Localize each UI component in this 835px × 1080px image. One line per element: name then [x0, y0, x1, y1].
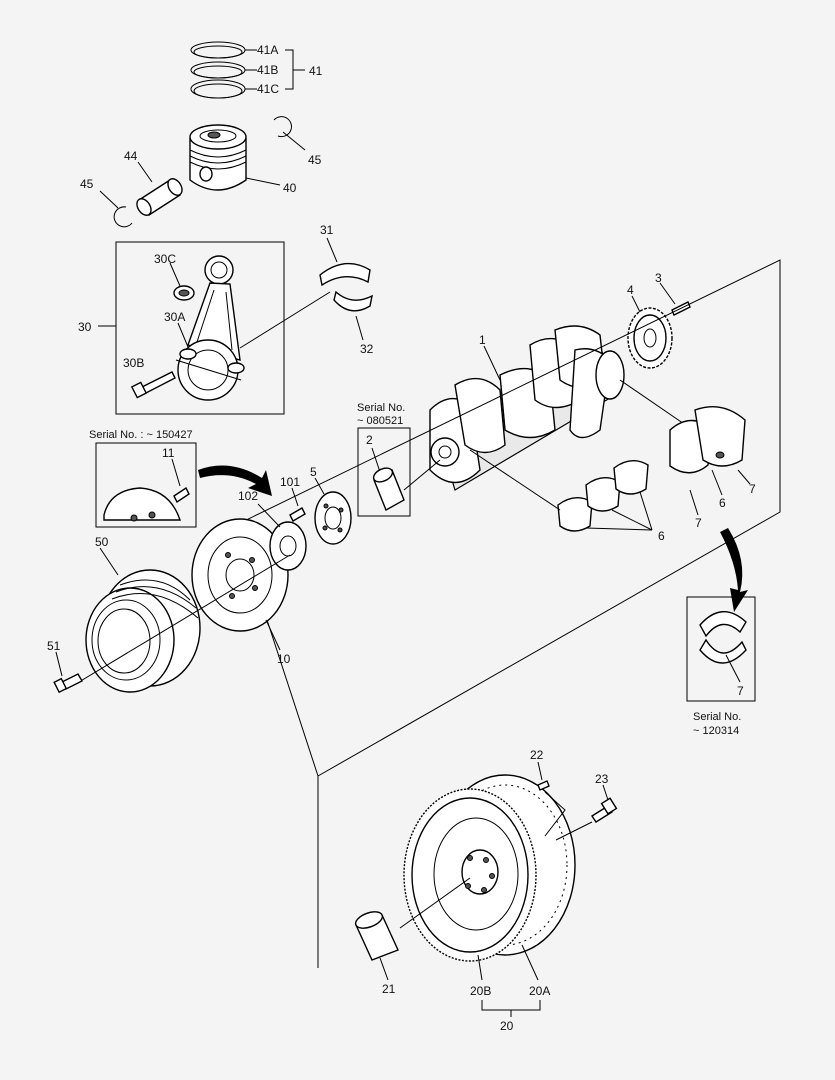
label-45-left: 45 — [80, 177, 94, 191]
flywheel-bolt — [591, 797, 618, 823]
flywheel-pin — [537, 780, 550, 791]
flywheel-ring — [354, 911, 399, 961]
label-20a: 20A — [529, 984, 550, 998]
label-10: 10 — [277, 652, 291, 666]
flywheel-assembly — [403, 774, 576, 962]
connecting-rod — [175, 255, 245, 401]
label-45-right: 45 — [308, 153, 322, 167]
conrod-bolt — [130, 371, 176, 399]
label-21: 21 — [382, 982, 396, 996]
label-4: 4 — [627, 283, 634, 297]
damper-serial-label: Serial No. : ~ 150427 — [89, 429, 193, 441]
crank-pulley — [191, 518, 289, 632]
conrod-bearing-upper — [319, 262, 371, 287]
main-bearings — [557, 460, 649, 532]
washer-inset-box — [686, 596, 756, 702]
label-23: 23 — [595, 772, 609, 786]
label-44: 44 — [124, 149, 138, 163]
label-6-center: 6 — [658, 529, 665, 543]
front-flange — [314, 491, 352, 545]
crank-frame-outline — [235, 259, 781, 968]
label-1: 1 — [479, 333, 486, 347]
label-7-rear-right: 7 — [749, 482, 756, 496]
pulley-bolt-101 — [289, 507, 306, 522]
label-22: 22 — [530, 748, 544, 762]
sleeve-inset-box — [357, 427, 411, 517]
label-30b: 30B — [123, 356, 144, 370]
label-30c: 30C — [154, 252, 176, 266]
label-11: 11 — [162, 446, 175, 460]
crankshaft — [429, 325, 625, 491]
label-20b: 20B — [470, 984, 491, 998]
label-41b: 41B — [257, 63, 278, 77]
label-51: 51 — [47, 639, 61, 653]
label-101: 101 — [280, 475, 300, 489]
label-102: 102 — [238, 489, 258, 503]
label-40: 40 — [283, 181, 297, 195]
damper-inset-box — [95, 442, 197, 528]
thrust-washer — [699, 611, 747, 664]
snap-ring-left — [113, 206, 133, 228]
label-30a: 30A — [164, 310, 185, 324]
sleeve-serial-value: ~ 080521 — [357, 415, 403, 427]
sleeve-serial-title: Serial No. — [357, 402, 405, 414]
label-7-inset: 7 — [737, 684, 744, 698]
label-20: 20 — [500, 1019, 514, 1033]
washer-serial-value: ~ 120314 — [693, 725, 739, 737]
damper-arrow — [198, 465, 272, 496]
front-sleeve — [372, 467, 405, 511]
piston-rings — [190, 41, 246, 99]
label-7-rear-left: 7 — [695, 516, 702, 530]
rear-main-bearing — [669, 406, 746, 474]
label-32: 32 — [360, 342, 374, 356]
label-31: 31 — [320, 223, 334, 237]
spacer-plate — [269, 521, 307, 571]
label-3: 3 — [655, 271, 662, 285]
torsional-damper — [85, 569, 201, 693]
label-41a: 41A — [257, 43, 278, 57]
piston — [189, 124, 247, 191]
snap-ring-right — [273, 116, 292, 138]
label-5: 5 — [310, 465, 317, 479]
damper-inset-part — [103, 487, 181, 522]
crank-gear — [627, 307, 673, 369]
conrod-bearing-lower — [333, 290, 373, 312]
piston-pin — [136, 178, 183, 216]
label-50: 50 — [95, 535, 109, 549]
inset-arrow — [720, 528, 748, 612]
label-41c: 41C — [257, 82, 279, 96]
leader-lines-41 — [245, 49, 305, 90]
small-end-bushing — [173, 285, 195, 301]
damper-bolt-51 — [53, 673, 83, 694]
label-30: 30 — [78, 320, 92, 334]
label-41: 41 — [309, 64, 323, 78]
washer-serial-title: Serial No. — [693, 711, 741, 723]
label-2: 2 — [366, 433, 373, 447]
connecting-rod-box — [115, 241, 285, 415]
label-6-rear: 6 — [719, 496, 726, 510]
damper-bolt-11 — [173, 486, 190, 504]
